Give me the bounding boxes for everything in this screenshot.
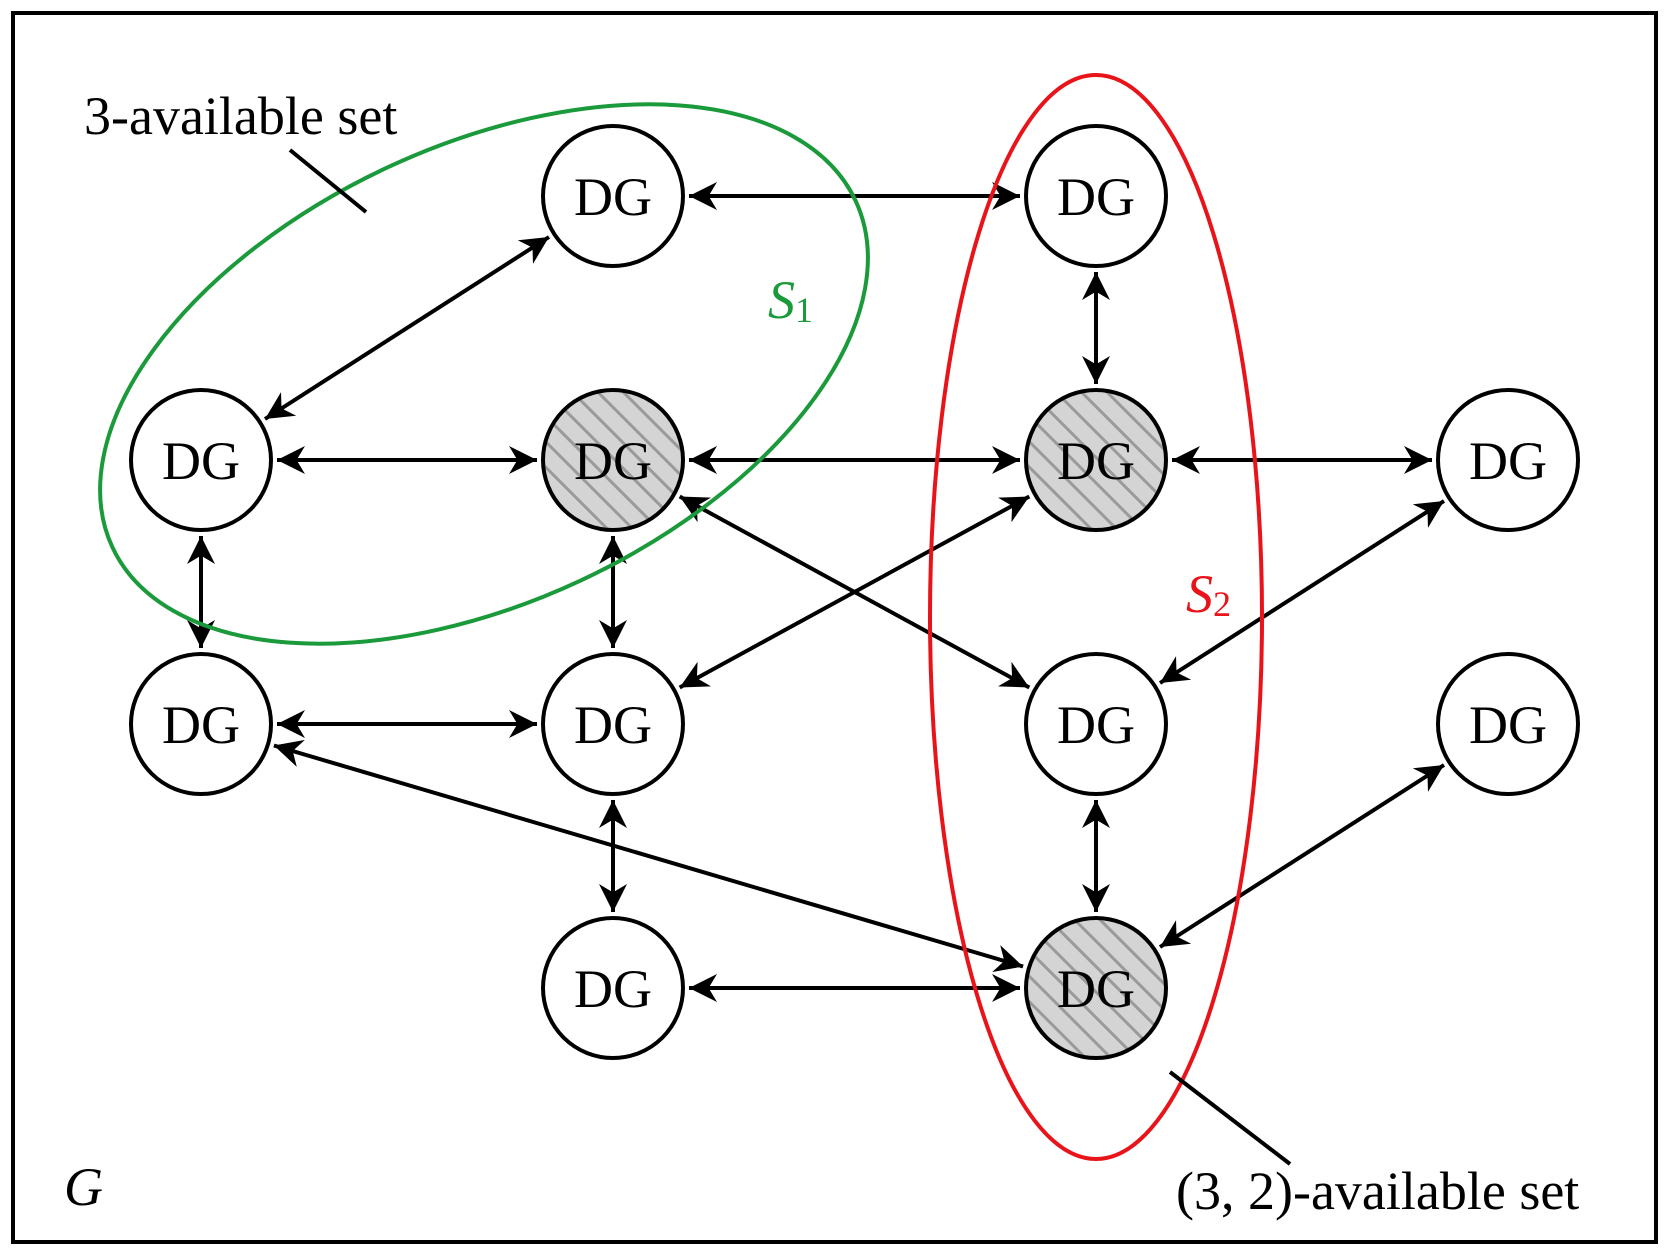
set-s1-label: S1 [768, 270, 813, 330]
edge-n7-n12 [273, 739, 1024, 973]
node-n10: DG [1436, 652, 1580, 796]
node-circle [541, 124, 685, 268]
node-n4: DG [541, 388, 685, 532]
node-n1: DG [541, 124, 685, 268]
node-n6: DG [1436, 388, 1580, 532]
node-circle [1024, 916, 1168, 1060]
nodes-layer: DG DG DG DG DG DG DG DG DG DG DG DG [129, 124, 1580, 1060]
set-s1-outline [98, 102, 870, 646]
node-label: DG [574, 167, 652, 227]
node-n5: DG [1024, 388, 1168, 532]
node-label: DG [574, 959, 652, 1019]
node-n12: DG [1024, 916, 1168, 1060]
annotation-three-available-pointer [288, 148, 368, 214]
node-circle [129, 652, 273, 796]
node-label: DG [1057, 431, 1135, 491]
node-circle [129, 388, 273, 532]
edge-n1-n3 [263, 235, 551, 421]
node-n2: DG [1024, 124, 1168, 268]
set-s2-subscript: 2 [1213, 584, 1231, 624]
node-n3: DG [129, 388, 273, 532]
node-label: DG [162, 695, 240, 755]
node-circle [541, 388, 685, 532]
set-s2-name: S [1186, 564, 1213, 624]
node-n8: DG [541, 652, 685, 796]
edge-n6-n9 [1158, 499, 1446, 685]
annotation-three-two-available: (3, 2)-available set [1176, 1161, 1579, 1221]
node-circle [1024, 652, 1168, 796]
annotation-three-available: 3-available set [84, 86, 397, 146]
set-s2-label: S2 [1186, 564, 1231, 624]
set-s2-outline [928, 73, 1264, 1161]
node-circle [541, 916, 685, 1060]
graph-border [11, 11, 1658, 1244]
annotation-three-two-available-pointer [1168, 1070, 1292, 1166]
edges-layer [187, 182, 1446, 1002]
node-circle [1024, 124, 1168, 268]
node-label: DG [1057, 959, 1135, 1019]
node-label: DG [574, 695, 652, 755]
node-label: DG [162, 431, 240, 491]
node-circle [1024, 388, 1168, 532]
node-circle [1436, 652, 1580, 796]
node-circle [1436, 388, 1580, 532]
node-label: DG [1057, 695, 1135, 755]
node-n11: DG [541, 916, 685, 1060]
edge-n12-n10 [1158, 763, 1446, 949]
graph-name: G [64, 1157, 103, 1217]
edge-n4-n9 [678, 494, 1031, 690]
node-label: DG [1057, 167, 1135, 227]
node-label: DG [574, 431, 652, 491]
node-circle [541, 652, 685, 796]
set-s1-name: S [768, 270, 795, 330]
node-n7: DG [129, 652, 273, 796]
node-n9: DG [1024, 652, 1168, 796]
node-label: DG [1469, 431, 1547, 491]
node-label: DG [1469, 695, 1547, 755]
set-s1-subscript: 1 [795, 290, 813, 330]
